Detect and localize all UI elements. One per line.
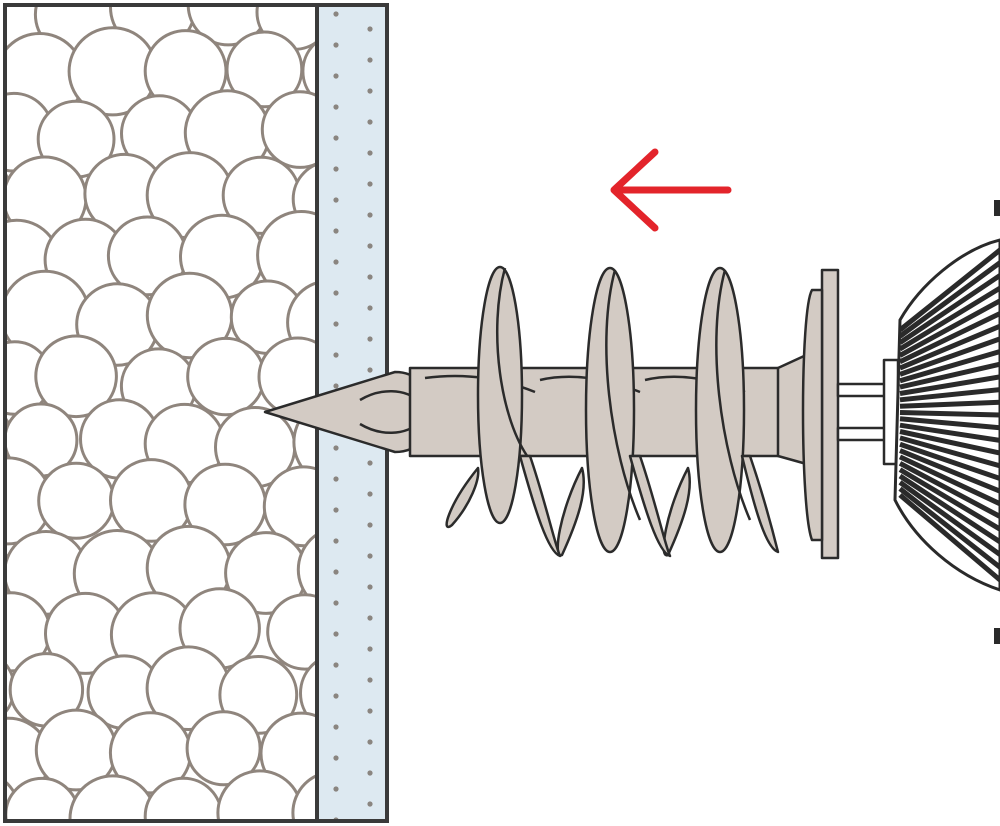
chuck-rib <box>899 387 1000 403</box>
chuck-rib <box>898 454 1000 507</box>
board-dot <box>367 26 373 32</box>
chuck-rib <box>898 311 1000 364</box>
board-dot <box>333 352 339 358</box>
insulation-bead <box>266 593 316 671</box>
insulation-bead <box>301 40 316 102</box>
board-dot <box>333 538 339 544</box>
board-dot <box>367 305 373 311</box>
board-dot <box>333 104 339 110</box>
chuck-rib <box>898 285 1000 352</box>
board-dot <box>333 693 339 699</box>
anchor-collar <box>820 268 840 560</box>
board-dot <box>333 290 339 296</box>
chuck-rib <box>899 416 1000 431</box>
board-dot <box>333 259 339 265</box>
board-dot <box>333 755 339 761</box>
board-dot <box>333 166 339 172</box>
insulation-anchor <box>263 265 900 560</box>
board-dot <box>333 228 339 234</box>
board-dot <box>333 476 339 482</box>
board-dot <box>367 770 373 776</box>
drill-chuck <box>893 200 1000 644</box>
chuck-rib <box>898 260 1000 339</box>
chuck-rib <box>899 361 1000 390</box>
board-dot <box>367 615 373 621</box>
drive-spindle <box>836 358 900 466</box>
board-dot <box>333 445 339 451</box>
chuck-rib <box>898 486 1000 570</box>
chuck-rib <box>899 429 1000 456</box>
chuck-rib <box>899 410 1000 418</box>
chuck-rib <box>899 441 1000 481</box>
chuck-rib <box>898 473 1000 544</box>
insulation-bead <box>299 660 316 727</box>
chuck-rib <box>899 349 1000 384</box>
board-dot <box>333 197 339 203</box>
board-dot <box>367 119 373 125</box>
chuck-rib <box>898 493 1000 582</box>
insulation-bead <box>262 465 316 548</box>
board-dot <box>333 11 339 17</box>
board-dot <box>367 367 373 373</box>
board-dot <box>367 522 373 528</box>
board-dot <box>367 646 373 652</box>
board-dot <box>367 181 373 187</box>
board-dot <box>367 460 373 466</box>
board-dot <box>333 724 339 730</box>
board-dot <box>333 73 339 79</box>
board-dot <box>367 677 373 683</box>
board-dot <box>367 212 373 218</box>
board-dot <box>333 135 339 141</box>
chuck-rib <box>899 374 1000 396</box>
chuck-rib <box>899 323 1000 371</box>
board-dot <box>367 88 373 94</box>
insulation-bead <box>260 90 316 169</box>
board-dot <box>367 553 373 559</box>
arrow-left-icon <box>610 148 732 232</box>
chuck-rib <box>899 448 1000 494</box>
insulation-bead <box>296 533 316 606</box>
chuck-rib <box>899 422 1000 443</box>
chuck-rib <box>898 461 1000 519</box>
board-dot <box>367 491 373 497</box>
chuck-rib <box>898 298 1000 358</box>
board-dot <box>333 507 339 513</box>
board-dot <box>333 569 339 575</box>
board-dot <box>367 150 373 156</box>
board-dot <box>367 57 373 63</box>
board-dot <box>333 383 339 389</box>
board-dot <box>367 708 373 714</box>
thread-blades-front <box>476 265 746 554</box>
board-dot <box>333 600 339 606</box>
chuck-rib <box>898 248 1000 332</box>
board-dot <box>367 274 373 280</box>
insulation-bead <box>291 774 316 820</box>
board-dot <box>333 42 339 48</box>
board-dot <box>367 801 373 807</box>
board-dot <box>333 662 339 668</box>
insulation-bead <box>186 336 266 417</box>
thread-blades-back <box>445 466 692 557</box>
board-dot <box>333 321 339 327</box>
board-dot <box>367 336 373 342</box>
board-dot <box>367 243 373 249</box>
chuck-rib <box>899 435 1000 469</box>
chuck-rib <box>898 273 1000 345</box>
insulation-bead <box>34 334 118 419</box>
chuck-rib <box>899 336 1000 377</box>
chuck-rib <box>898 480 1000 557</box>
insulation-bead <box>37 461 116 540</box>
board-dot <box>367 739 373 745</box>
board-dot <box>367 584 373 590</box>
board-dot <box>333 786 339 792</box>
board-dot <box>333 631 339 637</box>
chuck-rib <box>899 399 1000 409</box>
chuck-rib <box>898 467 1000 532</box>
